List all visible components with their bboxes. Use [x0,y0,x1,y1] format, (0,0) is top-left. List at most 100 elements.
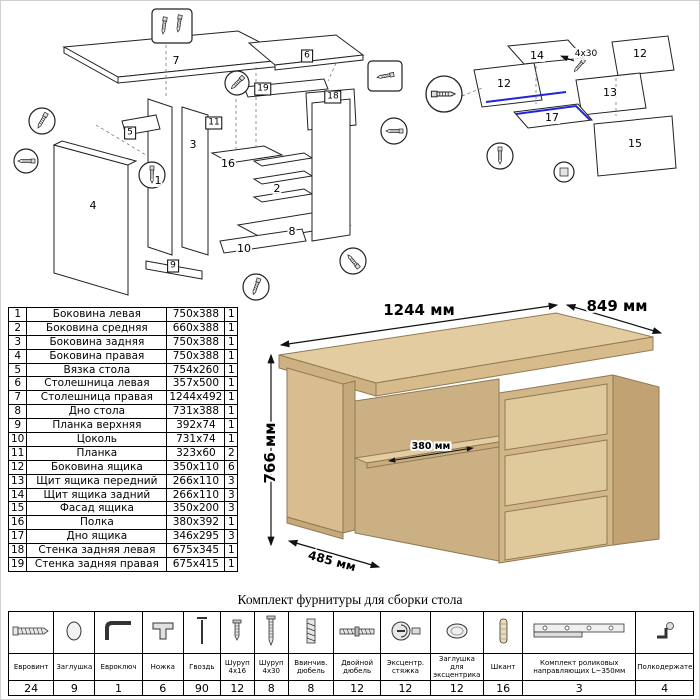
part-num-cell: 1 [7,307,28,322]
part-name-cell: Столешница левая [26,376,168,392]
screw-small-icon [219,611,255,654]
hardware-kit-title: Комплект фурнитуры для сборки стола [237,592,463,607]
part-name-cell: Дно стола [26,404,168,420]
drawer-slides-icon [522,611,637,654]
hardware-item-qty: 24 [7,680,55,696]
part-qty-cell: 3 [224,473,239,489]
groove-highlight [485,91,591,121]
part-label-18: 18 [324,90,342,104]
hardware-item-qty: 8 [253,680,289,696]
part-size-cell: 660x388 [166,320,226,336]
part-label-4: 4 [88,199,98,212]
part-name-cell: Боковина задняя [26,334,168,350]
part-name-cell: Щит ящика задний [26,487,168,503]
hardware-item-qty: 1 [94,680,143,696]
part-name-cell: Цоколь [26,432,168,447]
part-label-1: 1 [153,174,163,187]
part-num-cell: 3 [7,334,28,350]
part-label-5: 5 [124,126,136,140]
nail-icon [182,611,221,654]
dim-depth-label: 849 мм [586,297,647,315]
exploded-drawer-drawing [425,35,677,183]
part-name-cell: Боковина левая [26,307,168,322]
hex-key-icon [94,611,143,654]
part-num-cell: 13 [7,473,28,489]
exploded-view-drawer: 14 12 12 13 17 15 4x30 [416,16,698,201]
hardware-item-qty: 8 [287,680,334,696]
part-qty-cell: 1 [224,307,239,322]
part-label-8: 8 [287,225,297,238]
foot-icon [141,611,184,654]
part-size-cell: 731x388 [166,404,226,420]
part-size-cell: 731x74 [166,432,226,447]
part-name-cell: Щит ящика передний [26,473,168,489]
part-num-cell: 14 [7,487,28,503]
part-label-19: 19 [254,82,272,96]
part-name-cell: Стенка задняя правая [26,557,168,572]
part-size-cell: 266x110 [166,487,226,503]
drawer-callouts-group [425,55,586,183]
hardware-item-qty: 12 [380,680,431,696]
part-name-cell: Планка верхняя [26,418,168,434]
hardware-item-name: Гвоздь [182,653,221,681]
part-size-cell: 392x74 [166,418,226,434]
desk-panels-group [52,30,365,296]
part-qty-cell: 6 [224,459,239,475]
part-name-cell: Планка [26,445,168,461]
hardware-item-name: Полкодержатель [635,653,694,681]
part-num-cell: 6 [7,376,28,392]
part-size-cell: 750x388 [166,334,226,350]
hardware-item-name: Шкант [483,653,524,681]
part-size-cell: 323x60 [166,445,226,461]
hardware-item-qty: 90 [182,680,221,696]
part-name-cell: Боковина правая [26,348,168,364]
part-label-6: 6 [301,49,313,63]
part-qty-cell: 1 [224,404,239,420]
hardware-item-name: Ножка [141,653,184,681]
desk-render-drawing: 1244 мм 849 мм 766 мм 380 мм 485 мм [261,295,663,576]
wood-dowel-icon [483,611,524,654]
assembly-guide-lines [95,45,337,156]
hardware-item-name: Евроключ [94,653,143,681]
part-qty-cell: 1 [224,418,239,434]
hardware-item-name: Шуруп 4x30 [253,653,289,681]
part-num-cell: 8 [7,404,28,420]
hardware-item-name: Двойной дюбель [332,653,382,681]
hardware-item-qty: 6 [141,680,184,696]
part-size-cell: 750x388 [166,307,226,322]
screw-size-label: 4x30 [573,48,599,60]
dimension-lines-group [267,302,663,569]
part-name-cell: Боковина средняя [26,320,168,336]
part-name-cell: Столешница правая [26,390,168,406]
hardware-item-qty: 16 [483,680,524,696]
part-num-cell: 4 [7,348,28,364]
part-qty-cell: 1 [224,543,239,559]
dim-left-depth-label: 485 мм [307,548,358,574]
part-name-cell: Боковина ящика [26,459,168,475]
part-qty-cell: 3 [224,487,239,503]
cam-cover-icon [429,611,485,654]
part-num-cell: 15 [7,501,28,517]
part-size-cell: 754x260 [166,362,226,378]
hardware-item-name: Заглушка для эксцентрика [429,653,485,681]
hardware-item-name: Евровинт [7,653,55,681]
part-label-3: 3 [188,138,198,151]
part-qty-cell: 3 [224,529,239,545]
part-size-cell: 266x110 [166,473,226,489]
hardware-item-qty: 12 [332,680,382,696]
cam-lock-icon [380,611,431,654]
